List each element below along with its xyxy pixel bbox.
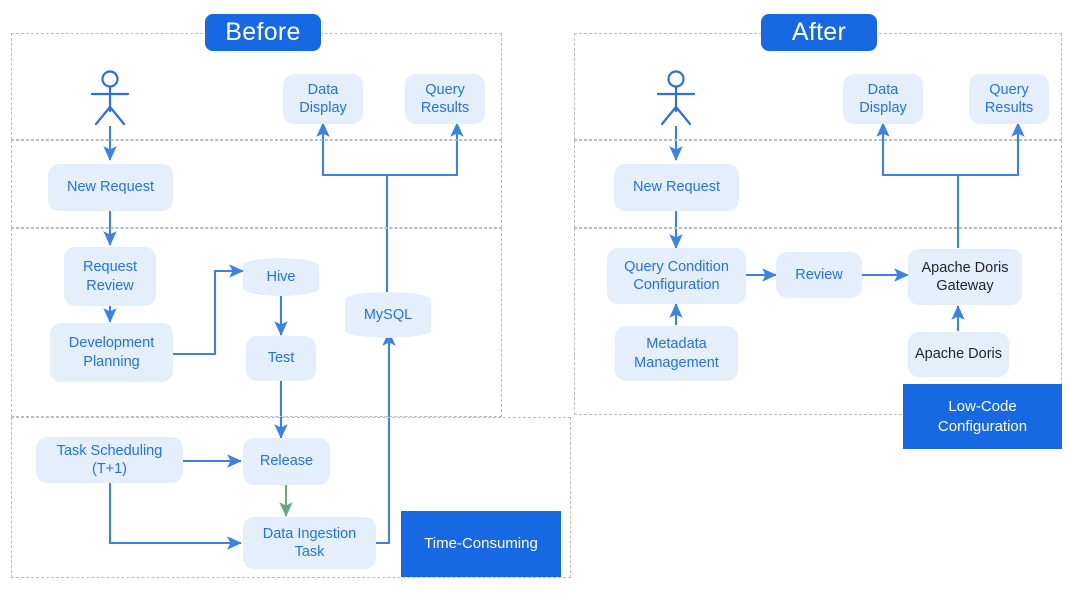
before-node-mysql[interactable]: MySQL	[345, 292, 431, 338]
after-node-query-condition-configuration[interactable]: Query Condition Configuration	[607, 248, 746, 304]
after-panel-section-3	[574, 228, 1062, 415]
cylinder-bottom	[345, 323, 431, 338]
before-node-data-display[interactable]: Data Display	[283, 74, 363, 124]
after-panel-section-2	[574, 140, 1062, 228]
before-tag-time-consuming: Time-Consuming	[401, 511, 561, 577]
before-node-hive[interactable]: Hive	[243, 258, 319, 296]
before-panel-section-2	[11, 140, 502, 228]
after-tag-low-code-configuration: Low-Code Configuration	[903, 384, 1062, 449]
cylinder-bottom	[243, 281, 319, 296]
cylinder-top	[243, 258, 319, 273]
after-node-apache-doris[interactable]: Apache Doris	[908, 332, 1009, 377]
before-node-task-scheduling[interactable]: Task Scheduling (T+1)	[36, 437, 183, 483]
before-node-mysql-label: MySQL	[363, 307, 413, 323]
after-node-review[interactable]: Review	[776, 252, 862, 298]
before-node-data-ingestion-task[interactable]: Data Ingestion Task	[243, 517, 376, 569]
before-node-test[interactable]: Test	[246, 336, 316, 381]
before-node-release[interactable]: Release	[243, 438, 330, 485]
before-node-hive-label: Hive	[266, 269, 296, 285]
before-badge: Before	[205, 14, 321, 51]
after-node-data-display[interactable]: Data Display	[843, 74, 923, 124]
before-node-query-results[interactable]: Query Results	[405, 74, 485, 124]
after-node-metadata-management[interactable]: Metadata Management	[615, 326, 738, 381]
before-panel-section-4	[11, 417, 571, 578]
after-node-apache-doris-gateway[interactable]: Apache Doris Gateway	[908, 249, 1022, 305]
before-node-new-request[interactable]: New Request	[48, 164, 173, 211]
after-badge: After	[761, 14, 877, 51]
after-node-query-results[interactable]: Query Results	[969, 74, 1049, 124]
before-node-request-review[interactable]: Request Review	[64, 247, 156, 306]
after-node-new-request[interactable]: New Request	[614, 164, 739, 211]
before-node-development-planning[interactable]: Development Planning	[50, 323, 173, 382]
before-panel-section-3	[11, 228, 502, 417]
